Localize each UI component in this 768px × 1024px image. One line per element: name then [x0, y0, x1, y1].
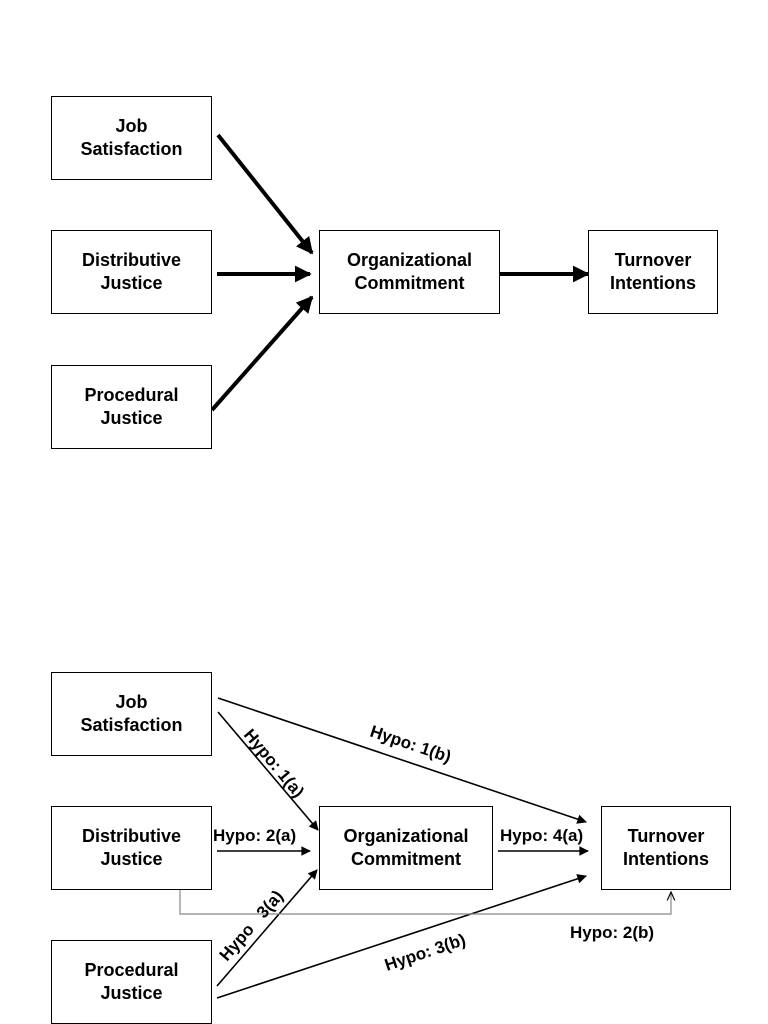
box-label-line: Justice [100, 983, 163, 1003]
top-box-organizational-commitment: Organizational Commitment [319, 230, 500, 314]
box-label-line: Satisfaction [80, 139, 183, 159]
top-box-distributive-justice: Distributive Justice [51, 230, 212, 314]
box-label-line: Turnover [627, 826, 705, 846]
bottom-arrow-distributive-to-turnover [179, 890, 671, 915]
box-label-line: Distributive [81, 826, 182, 846]
bottom-box-turnover-intentions: Turnover Intentions [601, 806, 731, 890]
bottom-arrow-job-to-commitment [217, 711, 319, 831]
bottom-box-procedural-justice: Procedural Justice [51, 940, 212, 1024]
box-label-line: Procedural [84, 385, 179, 405]
label-hypo-2b: Hypo: 2(b) [570, 923, 654, 942]
top-box-procedural-justice: Procedural Justice [51, 365, 212, 449]
box-label-line: Justice [100, 273, 163, 293]
top-arrow-job-to-commitment [216, 133, 314, 255]
bottom-arrow-procedural-to-turnover [216, 874, 587, 999]
box-label-line: Commitment [354, 273, 465, 293]
bottom-arrow-job-to-turnover [217, 697, 587, 824]
box-label-line: Justice [100, 849, 163, 869]
label-hypo-3b: Hypo: 3(b) [382, 930, 468, 975]
box-label-line: Procedural [84, 960, 179, 980]
bottom-box-distributive-justice: Distributive Justice [51, 806, 212, 890]
label-hypo-4a: Hypo: 4(a) [500, 826, 583, 845]
top-box-job-satisfaction: Job Satisfaction [51, 96, 212, 180]
label-hypo-3a: Hypo 3(a) [216, 887, 287, 965]
box-label-line: Organizational [343, 826, 469, 846]
label-hypo-2a: Hypo: 2(a) [213, 826, 296, 845]
box-label-line: Organizational [346, 250, 472, 270]
box-label-line: Job [115, 116, 148, 136]
box-label-line: Intentions [623, 849, 709, 869]
label-hypo-1a: Hypo: 1(a) [240, 725, 308, 801]
box-label-line: Turnover [614, 250, 692, 270]
bottom-box-job-satisfaction: Job Satisfaction [51, 672, 212, 756]
bottom-arrow-procedural-to-commitment [216, 869, 318, 987]
box-label-line: Intentions [610, 273, 696, 293]
box-label-line: Distributive [81, 250, 182, 270]
box-label-line: Job [115, 692, 148, 712]
box-label-line: Satisfaction [80, 715, 183, 735]
top-arrow-procedural-to-commitment [210, 295, 314, 412]
box-label-line: Justice [100, 408, 163, 428]
box-label-line: Commitment [350, 849, 461, 869]
top-box-turnover-intentions: Turnover Intentions [588, 230, 718, 314]
label-hypo-1b: Hypo: 1(b) [368, 722, 454, 767]
bottom-box-organizational-commitment: Organizational Commitment [319, 806, 493, 890]
